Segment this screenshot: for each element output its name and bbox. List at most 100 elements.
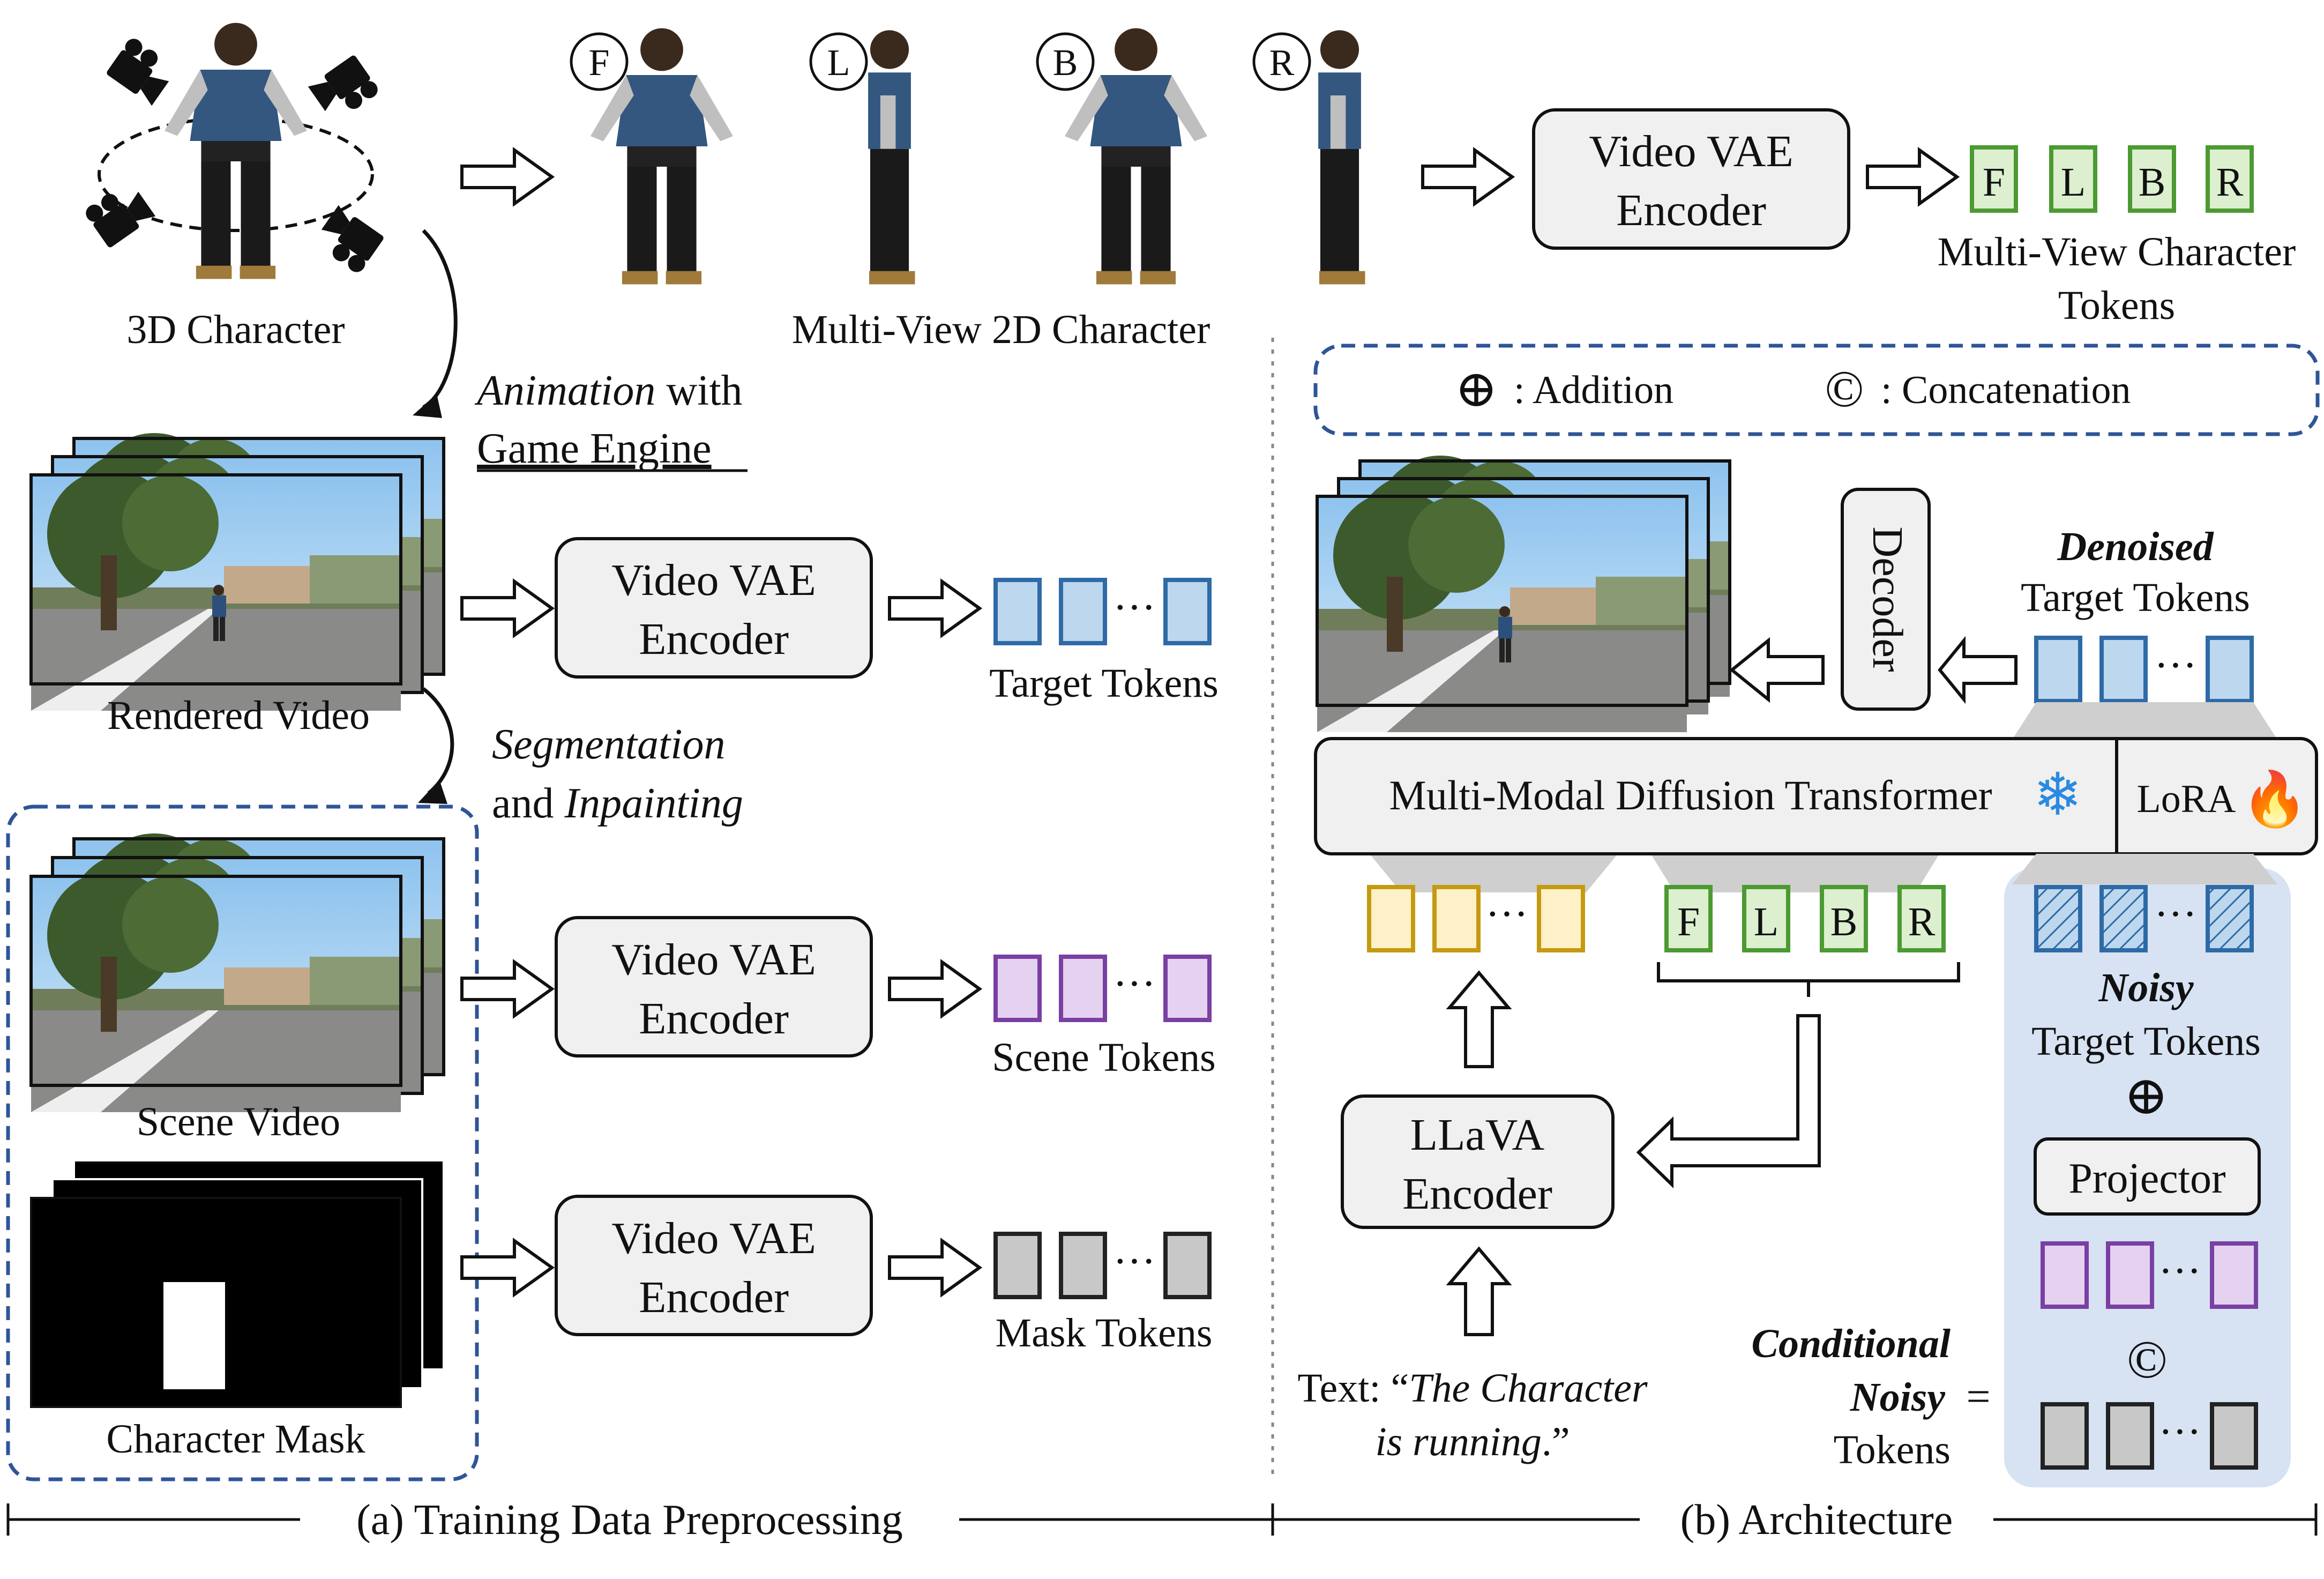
output-video-stack	[1316, 456, 1731, 732]
encoder-3-line1: Video VAE	[611, 1213, 816, 1263]
rendered-video-stack	[29, 433, 445, 711]
denoised-target-label: Target Tokens	[2021, 575, 2250, 620]
arrow-text-to-llava	[1446, 1246, 1512, 1336]
token-F: F	[1983, 160, 2005, 205]
mv-tokens-line1: Multi-View Character	[1938, 229, 2296, 274]
legend-box	[1313, 344, 2320, 436]
encoder-box-2	[555, 916, 873, 1057]
projector-purple-tokens: ···	[2041, 1241, 2258, 1309]
fire-icon: 🔥	[2241, 769, 2308, 829]
mmdit-mv-tokens: F L B R	[1664, 885, 1946, 952]
token-L: L	[2061, 160, 2086, 205]
target-tokens-label: Target Tokens	[989, 661, 1219, 706]
camera-icon	[308, 54, 381, 124]
llava-line2: Encoder	[1402, 1169, 1552, 1219]
character-rig	[83, 23, 385, 279]
mask-tokens: ···	[993, 1232, 1212, 1299]
arrow-to-multiview	[460, 147, 555, 207]
footer-rule	[6, 1503, 2318, 1536]
curve-arrow-segmentation	[418, 687, 454, 804]
caption-left: (a) Training Data Preprocessing	[356, 1496, 903, 1544]
addition-text: : Addition	[1514, 368, 1673, 412]
scene-video-label: Scene Video	[137, 1099, 340, 1144]
text-funnel	[1369, 853, 1618, 892]
multiview-label: Multi-View 2D Character	[792, 307, 1210, 352]
concat-text: : Concatenation	[1881, 368, 2131, 412]
arrow-decoder-to-video	[1729, 637, 1825, 703]
game-engine-label: Game Engine	[477, 425, 712, 472]
rendered-video-label: Rendered Video	[107, 693, 370, 738]
lora-label: LoRA	[2137, 777, 2236, 821]
character-mask-label: Character Mask	[106, 1417, 365, 1462]
segmentation-label: Segmentation	[492, 721, 725, 768]
snowflake-icon: ❄	[2033, 762, 2082, 828]
token-R: R	[1908, 899, 1936, 944]
projector-gray-tokens: ···	[2041, 1402, 2258, 1470]
token-dots: ···	[1485, 891, 1528, 938]
camera-icon	[83, 178, 156, 249]
scene-video-stack	[29, 833, 445, 1112]
encoder-1-line1: Video VAE	[611, 555, 816, 605]
encoder-box-3	[555, 1195, 873, 1336]
projector-label: Projector	[2068, 1155, 2225, 1202]
token-R: R	[2216, 160, 2244, 205]
decoder-label: Decoder	[1864, 527, 1911, 672]
arrow-to-encoder-1	[460, 578, 555, 638]
encoder-3-line2: Encoder	[639, 1272, 789, 1322]
mv-tokens-line2: Tokens	[2058, 283, 2175, 328]
view-label-front: F	[589, 42, 610, 84]
character-label: 3D Character	[126, 307, 345, 352]
curve-arrow-animation	[413, 229, 458, 418]
token-dots: ···	[2154, 642, 2197, 689]
token-dots: ···	[1113, 1238, 1156, 1285]
llava-line1: LLaVA	[1410, 1110, 1545, 1160]
encoder-box-1	[555, 537, 873, 679]
denoised-tokens: ···	[2034, 636, 2254, 703]
mv-funnel	[1650, 853, 1940, 892]
equals-sign: =	[1966, 1373, 1990, 1420]
text-prompt-line1: Text: “The Character	[1297, 1366, 1648, 1411]
output-funnel	[2012, 702, 2277, 740]
plus-symbol: ⊕	[2124, 1066, 2169, 1126]
and-inpainting-caption: and Inpainting	[492, 780, 743, 827]
scene-mask-group	[6, 805, 479, 1481]
decoder-box	[1841, 488, 1931, 711]
top-mv-tokens: F L B R	[1970, 145, 2254, 213]
token-dots: ···	[1113, 584, 1156, 631]
caption-right: (b) Architecture	[1680, 1496, 1953, 1544]
mv-bracket	[1657, 962, 1960, 997]
token-F: F	[1677, 899, 1700, 944]
token-dots: ···	[1113, 960, 1156, 1008]
encoder-2-line1: Video VAE	[611, 935, 816, 985]
text-prompt-line2: is running.”	[1375, 1419, 1570, 1464]
view-label-left: L	[827, 42, 850, 84]
top-encoder-line2: Encoder	[1616, 185, 1766, 235]
encoder-1-line2: Encoder	[639, 614, 789, 664]
arrow-to-scene-tokens	[888, 959, 983, 1019]
tokens-label: Tokens	[1834, 1427, 1951, 1472]
mmdit-box	[1314, 737, 2318, 855]
llava-box	[1341, 1094, 1615, 1229]
arrow-to-top-encoder	[1421, 147, 1515, 207]
arrow-mv-to-llava	[1636, 1014, 1821, 1189]
camera-icon	[312, 205, 385, 275]
noisy-label-2: Noisy	[1850, 1375, 1946, 1420]
token-dots: ···	[2154, 891, 2197, 938]
noisy-target-tokens: ···	[2034, 885, 2254, 952]
target-tokens: ···	[993, 578, 1212, 645]
scene-tokens: ···	[993, 955, 1212, 1022]
arrow-to-mv-tokens	[1866, 147, 1960, 207]
noisy-label: Noisy	[2098, 965, 2194, 1010]
top-encoder-line1: Video VAE	[1589, 126, 1794, 176]
mmdit-label: Multi-Modal Diffusion Transformer	[1389, 772, 1992, 818]
arrow-llava-to-text-tokens	[1446, 970, 1512, 1068]
character-mask-stack	[30, 1159, 445, 1408]
camera-icon	[105, 35, 178, 106]
denoised-label: Denoised	[2057, 524, 2214, 569]
conditional-label: Conditional	[1751, 1321, 1951, 1366]
arrow-tokens-to-decoder	[1938, 636, 2017, 704]
multiview-characters	[591, 28, 1365, 285]
encoder-2-line2: Encoder	[639, 994, 789, 1044]
view-label-back: B	[1053, 42, 1078, 84]
